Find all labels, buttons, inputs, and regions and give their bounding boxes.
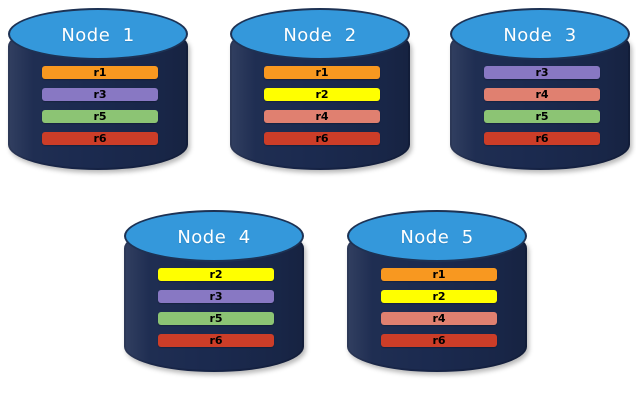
record-list: r3 r4 r5 r6 (484, 66, 600, 145)
record-label: r2 (209, 268, 223, 281)
record-bar: r6 (42, 132, 158, 145)
record-bar: r5 (158, 312, 274, 325)
record-label: r5 (535, 110, 549, 123)
node-cylinder: Node 2 r1 r2 r4 r6 (230, 8, 410, 183)
node-cylinder: Node 4 r2 r3 r5 r6 (124, 210, 304, 385)
node-label: Node 4 (177, 227, 251, 248)
record-label: r6 (432, 334, 446, 347)
record-label: r3 (535, 66, 549, 79)
node-label: Node 3 (503, 25, 577, 46)
record-bar: r6 (158, 334, 274, 347)
record-bar: r4 (484, 88, 600, 101)
record-label: r2 (315, 88, 329, 101)
node-label: Node 2 (283, 25, 357, 46)
record-bar: r6 (381, 334, 497, 347)
node-top-disc: Node 4 (124, 210, 304, 262)
record-bar: r1 (42, 66, 158, 79)
record-bar: r3 (42, 88, 158, 101)
record-list: r2 r3 r5 r6 (158, 268, 274, 347)
record-bar: r2 (158, 268, 274, 281)
node-label: Node 5 (400, 227, 474, 248)
record-label: r6 (209, 334, 223, 347)
record-label: r5 (209, 312, 223, 325)
node-label: Node 1 (61, 25, 135, 46)
record-bar: r2 (381, 290, 497, 303)
node-cylinder: Node 3 r3 r4 r5 r6 (450, 8, 630, 183)
node-top-disc: Node 2 (230, 8, 410, 60)
node-top-disc: Node 1 (8, 8, 188, 60)
node-cylinder: Node 1 r1 r3 r5 r6 (8, 8, 188, 183)
record-bar: r4 (381, 312, 497, 325)
node-top-disc: Node 3 (450, 8, 630, 60)
record-label: r6 (93, 132, 107, 145)
record-label: r3 (209, 290, 223, 303)
record-label: r1 (432, 268, 446, 281)
record-label: r6 (535, 132, 549, 145)
record-bar: r3 (158, 290, 274, 303)
record-label: r3 (93, 88, 107, 101)
record-label: r2 (432, 290, 446, 303)
record-label: r4 (535, 88, 549, 101)
record-bar: r5 (484, 110, 600, 123)
record-list: r1 r3 r5 r6 (42, 66, 158, 145)
node-cylinder: Node 5 r1 r2 r4 r6 (347, 210, 527, 385)
record-bar: r5 (42, 110, 158, 123)
record-bar: r3 (484, 66, 600, 79)
record-label: r1 (315, 66, 329, 79)
record-bar: r1 (264, 66, 380, 79)
node-top-disc: Node 5 (347, 210, 527, 262)
record-bar: r2 (264, 88, 380, 101)
record-bar: r6 (264, 132, 380, 145)
record-label: r4 (432, 312, 446, 325)
record-list: r1 r2 r4 r6 (381, 268, 497, 347)
record-label: r6 (315, 132, 329, 145)
record-label: r5 (93, 110, 107, 123)
record-list: r1 r2 r4 r6 (264, 66, 380, 145)
record-bar: r1 (381, 268, 497, 281)
record-label: r1 (93, 66, 107, 79)
record-label: r4 (315, 110, 329, 123)
record-bar: r6 (484, 132, 600, 145)
record-bar: r4 (264, 110, 380, 123)
